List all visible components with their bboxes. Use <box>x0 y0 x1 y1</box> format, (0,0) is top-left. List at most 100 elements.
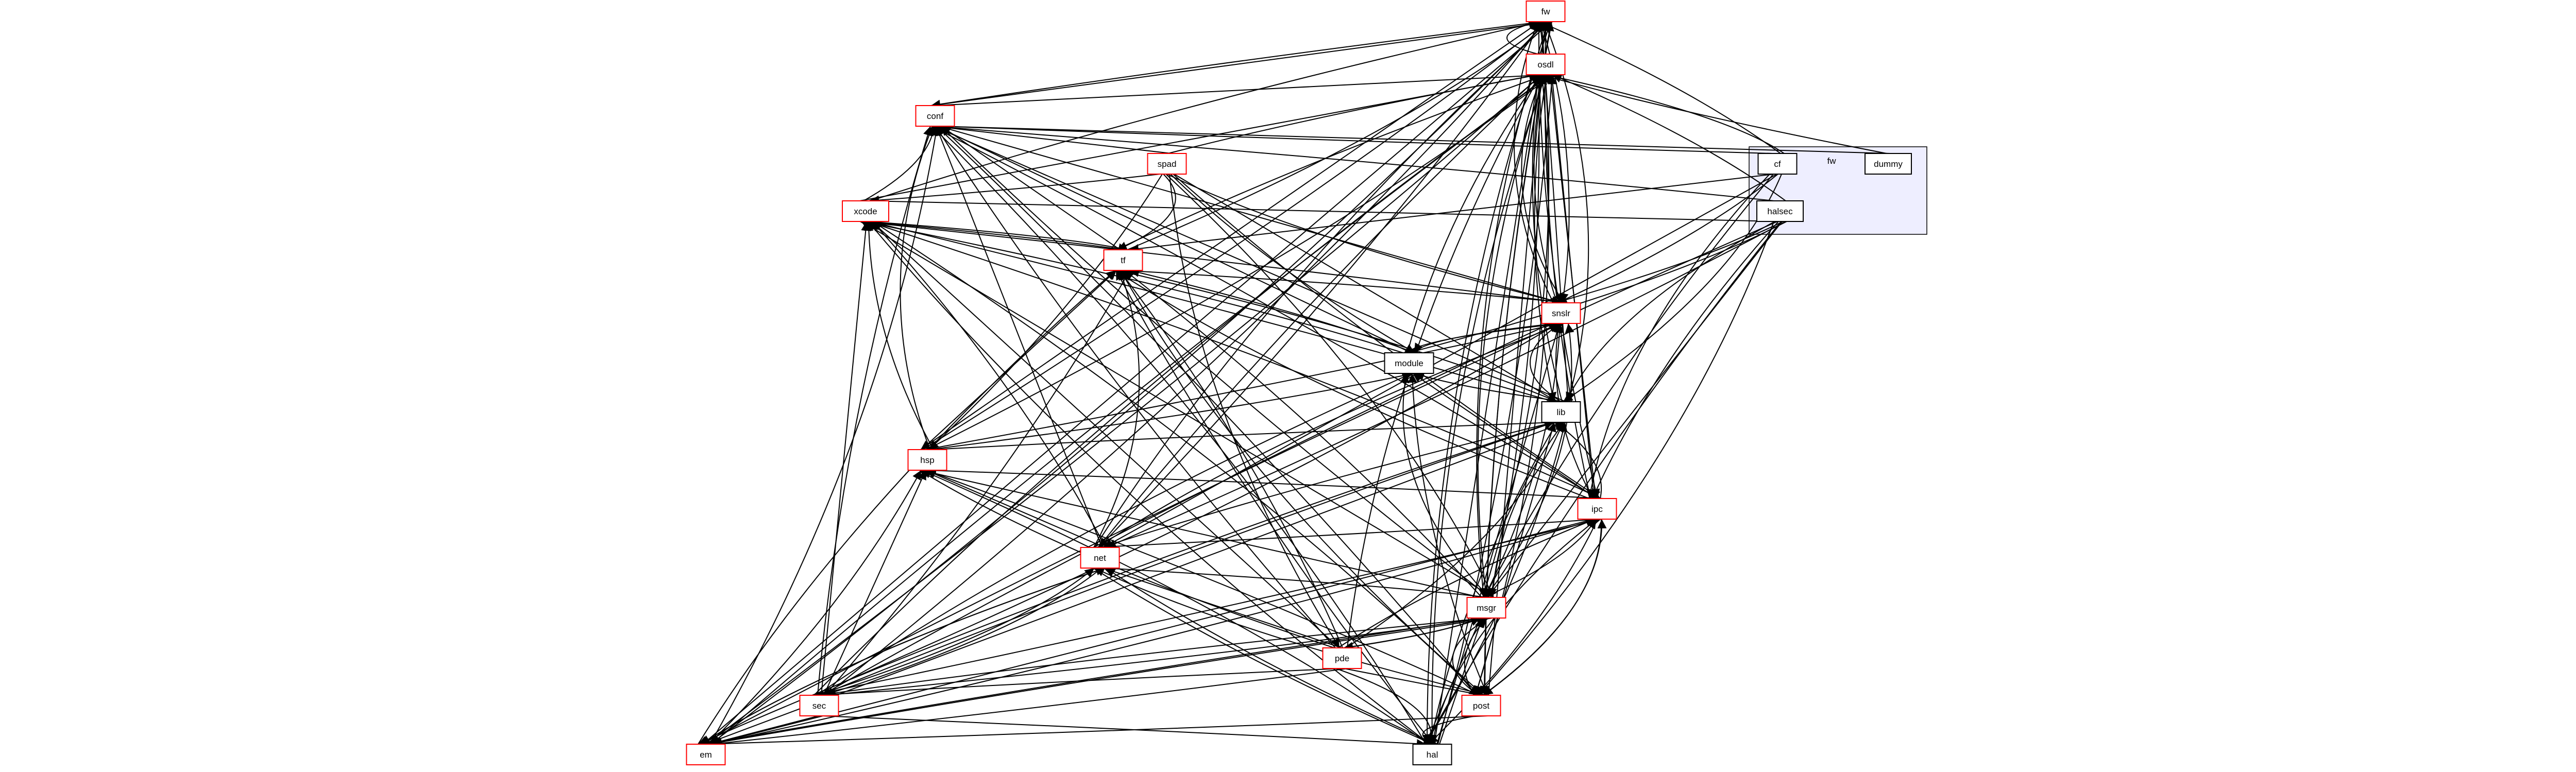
node-cf[interactable]: cf <box>1757 153 1798 175</box>
node-box[interactable] <box>907 449 947 471</box>
node-label: pde <box>1335 654 1349 663</box>
edge-fw_top-to-hsp <box>920 21 1540 450</box>
edge-cf-to-fw_top <box>1539 21 1781 154</box>
node-box[interactable] <box>686 744 726 765</box>
edge-osdl-to-snslr <box>1521 74 1564 303</box>
node-label: conf <box>927 111 943 121</box>
edge-sec-to-module <box>816 373 1412 696</box>
node-pde[interactable]: pde <box>1322 647 1362 669</box>
node-label: halsec <box>1767 207 1793 216</box>
edge-em-to-snslr <box>701 323 1560 745</box>
node-box[interactable] <box>1577 498 1617 520</box>
edge-cf-to-osdl <box>1545 72 1785 154</box>
edge-halsec-to-conf <box>931 122 1774 201</box>
edge-net-to-tf <box>1093 270 1140 548</box>
node-box[interactable] <box>1461 695 1501 716</box>
edge-post-to-xcode <box>872 221 1481 696</box>
edge-msgr-to-conf <box>940 126 1490 598</box>
node-hsp[interactable]: hsp <box>907 449 947 471</box>
edge-snslr-to-conf <box>938 124 1561 303</box>
edge-cf-to-ipc <box>1586 174 1770 499</box>
node-box[interactable] <box>1384 352 1434 374</box>
node-spad[interactable]: spad <box>1147 153 1187 175</box>
node-ipc[interactable]: ipc <box>1577 498 1617 520</box>
node-label: module <box>1395 358 1423 368</box>
edge-module-to-tf <box>1129 268 1415 353</box>
node-post[interactable]: post <box>1461 695 1501 716</box>
edge-post-to-net <box>1094 568 1487 696</box>
node-label: ipc <box>1591 504 1603 514</box>
edge-halsec-to-module <box>1408 221 1787 355</box>
node-box[interactable] <box>1541 302 1581 324</box>
node-fw[interactable]: fw <box>1526 1 1566 22</box>
edge-cf-to-conf <box>940 122 1773 154</box>
node-net[interactable]: net <box>1080 547 1120 569</box>
edge-lib-to-tf <box>1117 268 1558 402</box>
edge-module-to-xcode <box>862 218 1403 353</box>
edge-ipc-to-xcode <box>867 219 1602 499</box>
node-box[interactable] <box>799 695 839 716</box>
node-box[interactable] <box>1526 54 1566 75</box>
node-box[interactable] <box>1757 153 1798 175</box>
edge-msgr-to-net <box>1104 564 1488 598</box>
node-hal[interactable]: hal <box>1412 744 1452 765</box>
edge-hal-to-hsp <box>921 469 1429 745</box>
node-tf[interactable]: tf <box>1103 249 1143 271</box>
edge-xcode-to-fw_top <box>870 19 1541 201</box>
node-lib[interactable]: lib <box>1541 401 1581 423</box>
node-box[interactable] <box>1526 1 1566 22</box>
node-osdl[interactable]: osdl <box>1526 54 1566 75</box>
node-label: net <box>1094 553 1106 563</box>
edge-cf-to-snslr <box>1557 174 1778 303</box>
node-box[interactable] <box>1147 153 1187 175</box>
edge-pde-to-xcode <box>871 221 1340 648</box>
edge-pde-to-lib <box>1346 422 1564 648</box>
node-box[interactable] <box>1756 200 1804 222</box>
edge-fw_top-to-hal <box>1422 21 1551 745</box>
node-label: osdl <box>1537 60 1553 70</box>
node-em[interactable]: em <box>686 744 726 765</box>
edge-fw_top-to-net <box>1098 21 1544 548</box>
edge-halsec-to-hal <box>1425 221 1782 745</box>
edge-msgr-to-pde <box>1343 617 1482 651</box>
node-dummy[interactable]: dummy <box>1865 153 1912 175</box>
node-label: tf <box>1121 255 1126 265</box>
edge-ipc-to-conf <box>931 126 1598 499</box>
edge-msgr-to-sec <box>826 617 1486 699</box>
edge-sec-to-snslr <box>812 323 1558 696</box>
node-module[interactable]: module <box>1384 352 1434 374</box>
edge-halsec-to-net <box>1106 221 1786 548</box>
edge-module-to-conf <box>936 126 1412 353</box>
node-snslr[interactable]: snslr <box>1541 302 1581 324</box>
edge-ipc-to-module <box>1412 373 1597 499</box>
edge-net-to-lib <box>1100 420 1554 548</box>
node-halsec[interactable]: halsec <box>1756 200 1804 222</box>
edge-xcode-to-conf <box>863 126 938 201</box>
edge-cf-to-net <box>1103 174 1777 548</box>
node-xcode[interactable]: xcode <box>842 200 889 222</box>
edge-pde-to-net <box>1103 567 1342 648</box>
edge-cf-to-msgr <box>1484 174 1774 598</box>
node-box[interactable] <box>915 105 955 127</box>
node-box[interactable] <box>1080 547 1120 569</box>
node-conf[interactable]: conf <box>915 105 955 127</box>
node-box[interactable] <box>1466 597 1506 619</box>
node-box[interactable] <box>1322 647 1362 669</box>
node-msgr[interactable]: msgr <box>1466 597 1506 619</box>
cluster-label: fw <box>1827 156 1837 166</box>
edge-em-to-hsp <box>708 470 922 745</box>
edge-fw_top-to-lib <box>1544 21 1589 402</box>
node-box[interactable] <box>842 200 889 222</box>
node-box[interactable] <box>1541 401 1581 423</box>
edge-pde-to-sec <box>814 668 1341 699</box>
node-sec[interactable]: sec <box>799 695 839 716</box>
edge-msgr-to-snslr <box>1484 323 1565 598</box>
edge-conf-to-osdl <box>934 70 1550 106</box>
node-box[interactable] <box>1103 249 1143 271</box>
edge-snslr-to-tf <box>1122 266 1568 303</box>
edge-spad-to-lib <box>1174 174 1557 402</box>
edge-net-to-conf <box>935 126 1103 548</box>
node-box[interactable] <box>1865 153 1912 175</box>
edge-snslr-to-xcode <box>859 217 1565 303</box>
node-box[interactable] <box>1412 744 1452 765</box>
